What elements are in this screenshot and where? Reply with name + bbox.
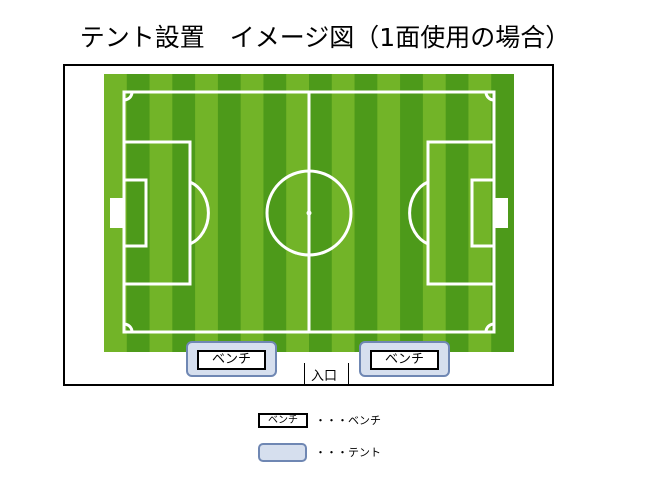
corner-arc-top-right — [484, 91, 495, 102]
tent-left: ベンチ — [186, 341, 277, 377]
legend-tent-text: ・・・テント — [315, 446, 381, 459]
center-circle — [265, 169, 353, 257]
corner-arc-bottom-right — [484, 322, 495, 333]
grass-stripe — [149, 74, 173, 352]
soccer-pitch — [104, 74, 514, 352]
legend-tent-swatch — [258, 443, 307, 462]
bench-left: ベンチ — [197, 350, 266, 370]
center-spot — [306, 210, 312, 216]
grass-stripe — [400, 74, 424, 352]
bench-right: ベンチ — [370, 350, 439, 370]
tent-right: ベンチ — [359, 341, 450, 377]
corner-arc-top-left — [123, 91, 134, 102]
page-title: テント設置 イメージ図（1面使用の場合） — [79, 23, 571, 52]
grass-stripe — [217, 74, 242, 352]
grass-stripe — [445, 74, 469, 352]
grass-stripe — [331, 74, 356, 352]
left-penalty-arc — [189, 180, 210, 246]
entrance-label: 入口 — [311, 369, 338, 384]
grass-stripe — [172, 74, 196, 352]
grass-stripe — [354, 74, 378, 352]
grass-stripe — [286, 74, 310, 352]
corner-arc-bottom-left — [123, 322, 134, 333]
entrance-right-line — [348, 363, 349, 385]
soccer-pitch-drawing — [104, 74, 514, 352]
grass-stripe — [240, 74, 264, 352]
grass-stripe — [309, 74, 333, 352]
grass-stripe — [195, 74, 219, 352]
legend-bench-text: ・・・ベンチ — [315, 414, 381, 427]
grass-stripe — [377, 74, 401, 352]
grass-stripe — [422, 74, 447, 352]
right-goal — [494, 198, 508, 228]
legend-bench-swatch: ベンチ — [258, 413, 308, 428]
entrance-left-line — [304, 363, 305, 385]
left-goal — [110, 198, 124, 228]
grass-stripe — [263, 74, 287, 352]
right-penalty-arc — [408, 180, 429, 246]
